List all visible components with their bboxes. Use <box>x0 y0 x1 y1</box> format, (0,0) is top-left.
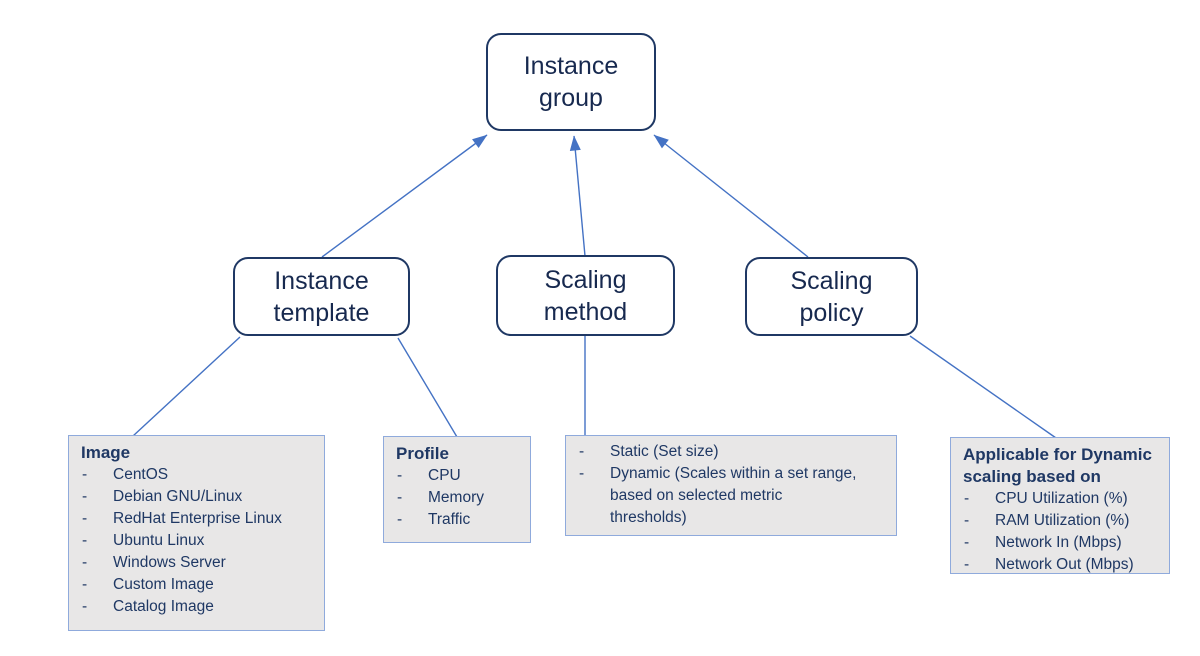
list-item: Debian GNU/Linux <box>69 486 324 508</box>
node-instance-template-label: Instance template <box>273 266 370 327</box>
edge-scaling-policy-to-policy-metrics-panel <box>909 335 1057 439</box>
list-item: CPU Utilization (%) <box>951 488 1169 510</box>
node-scaling-method-label: Scaling method <box>543 265 628 326</box>
node-scaling-method: Scaling method <box>496 255 675 336</box>
list-item: Ubuntu Linux <box>69 530 324 552</box>
list-item: Static (Set size) <box>566 441 896 463</box>
node-scaling-policy: Scaling policy <box>745 257 918 336</box>
list-item: Traffic <box>384 509 530 531</box>
panel-scaling-method-options: Static (Set size)Dynamic (Scales within … <box>565 435 897 536</box>
panel-image: Image CentOSDebian GNU/LinuxRedHat Enter… <box>68 435 325 631</box>
edge-instance-template-to-profile-panel <box>397 337 458 438</box>
list-item: Catalog Image <box>69 596 324 618</box>
list-item: Custom Image <box>69 574 324 596</box>
list-item: CentOS <box>69 464 324 486</box>
list-item: Dynamic (Scales within a set range, base… <box>566 463 896 529</box>
list-item: RedHat Enterprise Linux <box>69 508 324 530</box>
panel-scaling-policy-metrics-list: CPU Utilization (%)RAM Utilization (%)Ne… <box>951 488 1169 576</box>
list-item: Memory <box>384 487 530 509</box>
list-item: Network In (Mbps) <box>951 532 1169 554</box>
panel-scaling-policy-metrics-title: Applicable for Dynamic scaling based on <box>963 445 1152 486</box>
panel-scaling-policy-metrics: Applicable for Dynamic scaling based on … <box>950 437 1170 576</box>
edge-instance-template-to-instance-group <box>321 134 488 258</box>
edge-scaling-policy-to-instance-group <box>653 134 809 258</box>
node-instance-group: Instance group <box>486 33 656 131</box>
panel-image-title: Image <box>81 443 131 462</box>
list-item: Network Out (Mbps) <box>951 554 1169 576</box>
node-instance-group-label: Instance group <box>523 52 619 112</box>
panel-profile: Profile CPUMemoryTraffic <box>383 436 531 543</box>
edge-scaling-method-to-instance-group <box>569 135 586 257</box>
list-item: CPU <box>384 465 530 487</box>
list-item: RAM Utilization (%) <box>951 510 1169 532</box>
panel-scaling-method-options-list: Static (Set size)Dynamic (Scales within … <box>566 441 896 529</box>
node-scaling-policy-label: Scaling policy <box>790 266 873 327</box>
panel-image-list: CentOSDebian GNU/LinuxRedHat Enterprise … <box>69 464 324 618</box>
node-instance-template: Instance template <box>233 257 410 336</box>
panel-profile-title: Profile <box>396 444 449 463</box>
panel-profile-list: CPUMemoryTraffic <box>384 465 530 531</box>
edge-instance-template-to-image-panel <box>132 336 241 437</box>
list-item: Windows Server <box>69 552 324 574</box>
